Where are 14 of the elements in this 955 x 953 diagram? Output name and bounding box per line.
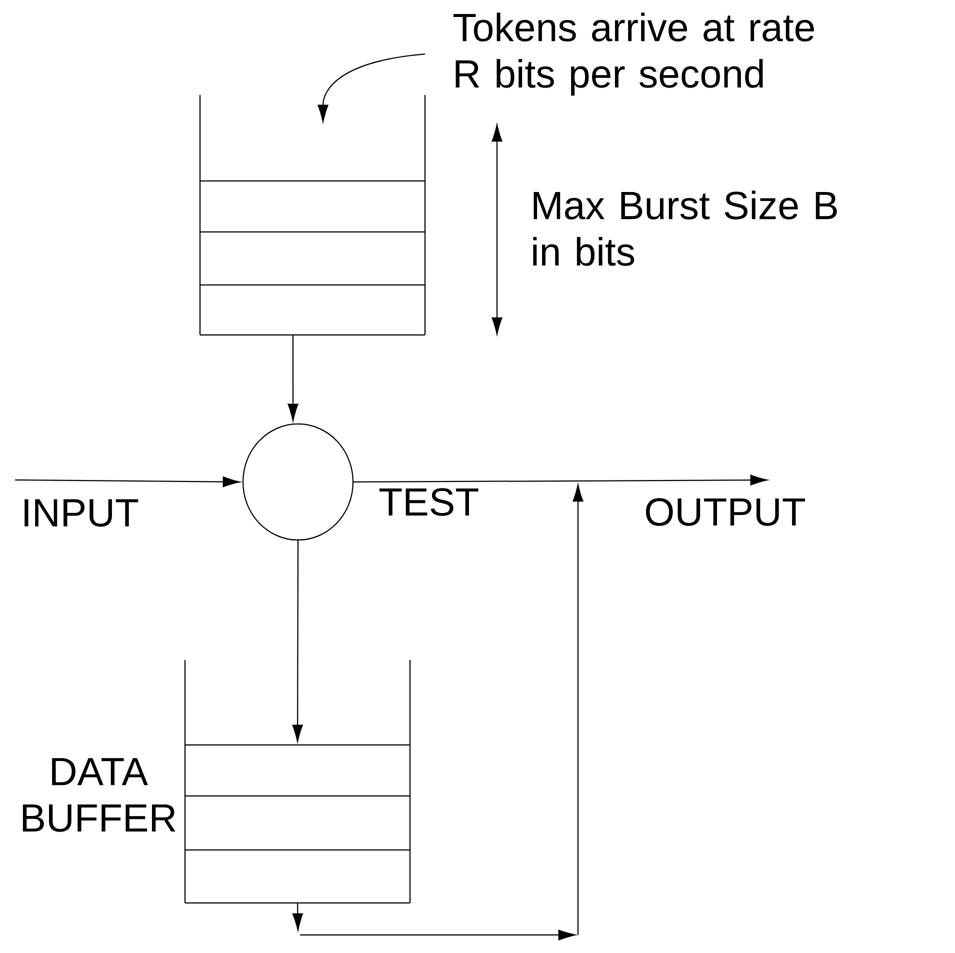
bypass-arrow [292,484,584,940]
arrow [288,336,298,421]
edge-label: OUTPUT [642,496,808,528]
token-bucket [199,124,426,336]
annotation-text: Tokens arrive at rate R bits per second [453,12,814,96]
arrow [354,474,768,486]
curved-arrow [318,54,426,122]
test-circle [242,423,354,541]
edge-label: INPUT [20,498,140,528]
arrow [15,476,240,488]
test-label: TEST [379,488,478,516]
dimension-label: Max Burst Size B in bits [533,190,837,266]
data-buffer: DATA BUFFER [22,744,411,904]
arrow [292,540,303,742]
